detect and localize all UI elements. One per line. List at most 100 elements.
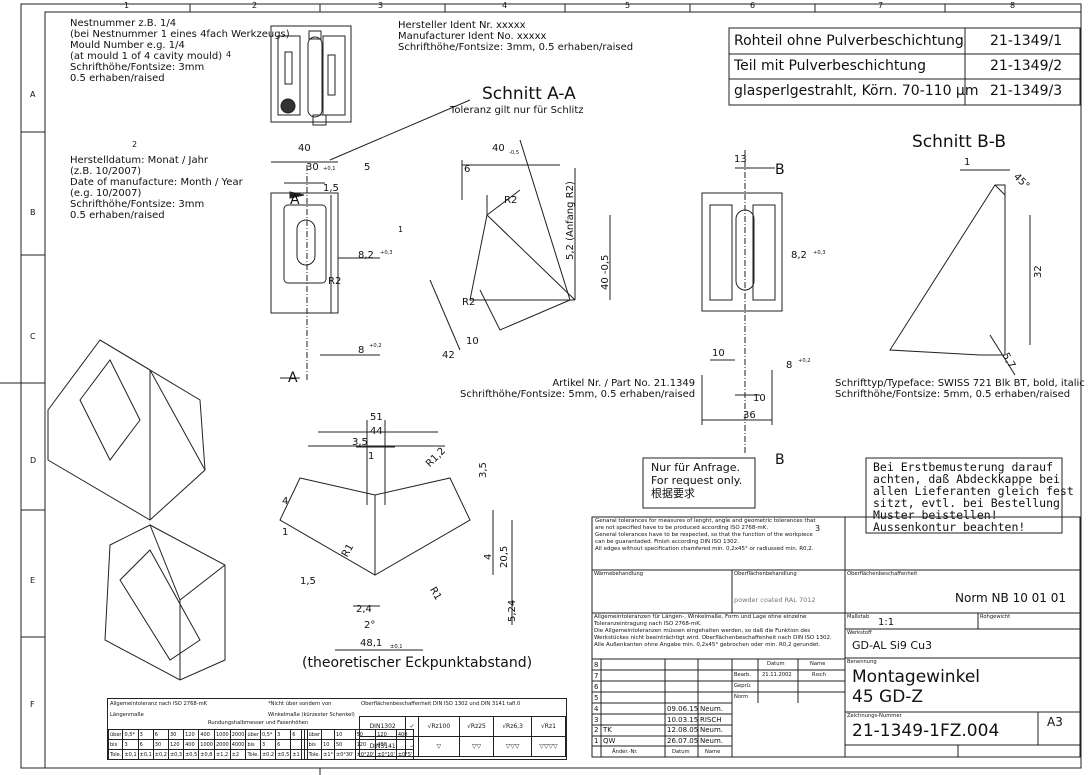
- tolerance-cell: 6: [152, 729, 169, 740]
- part-desc: glasperlgestrahlt, Körn. 70-110 µm: [734, 83, 979, 99]
- dim: 8: [786, 360, 793, 371]
- dim-tol: +0,3: [813, 250, 826, 256]
- section-marker: B: [775, 162, 785, 178]
- tolerance-cell: 120: [183, 729, 200, 740]
- dim-tol: +0,3: [380, 250, 393, 256]
- tolerance-cell: 2000: [214, 739, 231, 750]
- top-view-part: [270, 25, 352, 126]
- column-label: 6: [750, 1, 756, 10]
- revision-date: 26.07.05: [667, 737, 699, 746]
- tolerance-cell: über: [107, 729, 124, 740]
- row-label: F: [30, 700, 35, 709]
- label: Oberflächenbeschaffenheit DIN ISO 1302 u…: [361, 701, 521, 707]
- dim: R2: [504, 195, 518, 206]
- tolerance-cell: [321, 729, 335, 740]
- label: Datum: [767, 661, 785, 667]
- tolerance-cell: Tole.: [306, 749, 323, 760]
- revision-name: Neum.: [700, 726, 724, 735]
- note-line: Hersteller Ident Nr. xxxxx: [398, 20, 526, 31]
- tolerance-cell: ±1,2: [214, 749, 231, 760]
- section-bb-part: [889, 169, 1031, 376]
- row-label: C: [30, 332, 36, 341]
- dim: 5,2 (Anfang R2): [565, 181, 576, 260]
- dim: 2°: [364, 620, 376, 631]
- label: Bearb.: [734, 672, 752, 678]
- tolerance-cell: 1000: [214, 729, 231, 740]
- dim-tol: ±0,1: [390, 644, 403, 650]
- section-aa-title: Schnitt A-A: [482, 84, 576, 104]
- tolerance-cell: über: [306, 729, 323, 740]
- tolerance-cell: 400: [183, 739, 200, 750]
- revision-no: 4: [594, 704, 599, 713]
- note-line: Schrifthöhe/Fontsize: 5mm, 0.5 erhaben/r…: [835, 389, 1071, 400]
- parts-table-lines: [728, 27, 1081, 106]
- dim-tol: +0,2: [369, 343, 382, 349]
- dim: 51: [370, 412, 383, 423]
- revision-no: 1: [594, 737, 599, 746]
- revision-no: 5: [594, 693, 599, 702]
- dim: 48,1: [360, 638, 383, 649]
- text-line: Alle Außenkanten ohne Angabe min. 0,2x45…: [594, 642, 821, 648]
- surface-symbol: ✓: [405, 716, 420, 737]
- tolerance-cell: 10: [321, 739, 335, 750]
- column-label: 1: [124, 1, 130, 10]
- label: Name: [810, 661, 826, 667]
- detail-view-part: [279, 420, 513, 651]
- dim: 3,5: [478, 462, 489, 478]
- note-line: Manufacturer Ident No. xxxxx: [398, 31, 547, 42]
- label: Geprü.: [734, 683, 752, 689]
- row-label: B: [30, 208, 36, 217]
- label: Oberflächenbeschaffenheit: [847, 571, 918, 577]
- note-line: Artikel Nr. / Part No. 21.1349: [552, 378, 696, 389]
- tolerance-cell: ±0,1: [122, 749, 139, 760]
- tolerance-cell: bis: [306, 739, 323, 750]
- revision-name: RISCH: [700, 715, 722, 724]
- dim: 4: [483, 553, 494, 560]
- circle-marker: 4: [226, 50, 232, 59]
- revision-no: 3: [594, 715, 599, 724]
- section-marker: B: [775, 452, 785, 468]
- dim: 8,2: [791, 250, 807, 261]
- value: 21.11.2002: [762, 672, 792, 678]
- dim: R2: [462, 297, 476, 308]
- revision-date: 10.03.15: [667, 715, 699, 724]
- dim: 42: [442, 350, 455, 361]
- surface-symbol: DIN1302: [358, 716, 407, 737]
- surface-symbol: ▽: [418, 736, 460, 757]
- part-name: Montagewinkel: [852, 667, 980, 687]
- scale: 1:1: [878, 617, 895, 628]
- revision-no: 6: [594, 682, 599, 691]
- part-no-note: Artikel Nr. / Part No. 21.1349 Schrifthö…: [460, 378, 695, 400]
- tolerance-cell: 30: [167, 729, 185, 740]
- surface-symbol: ∽: [405, 736, 420, 757]
- label: Wärmebehandlung: [594, 571, 644, 577]
- isometric-view-2: [104, 524, 226, 681]
- tolerance-cell: Tole.: [245, 749, 261, 760]
- note-line: Date of manufacture: Month / Year: [70, 177, 243, 188]
- tolerance-cell: ±0°30': [334, 749, 356, 760]
- tolerance-cell: 6: [290, 729, 302, 740]
- mould-number-note: Nestnummer z.B. 1/4 (bei Nestnummer 1 ei…: [70, 18, 290, 84]
- text-line: General tolerances have to be respected,…: [595, 532, 813, 538]
- dim: 10: [466, 336, 479, 347]
- dim: 10: [753, 393, 766, 404]
- label: Norm: [734, 694, 749, 700]
- column-label: 5: [625, 1, 631, 10]
- front-view-part: [270, 161, 380, 380]
- note-line: 0.5 erhaben/raised: [70, 73, 165, 84]
- typeface-note: Schrifttyp/Typeface: SWISS 721 Blk BT, b…: [835, 378, 1085, 400]
- section-marker: A: [288, 370, 298, 386]
- note-line: Muster beistellen!: [873, 508, 998, 522]
- revision-header: Datum: [672, 749, 690, 755]
- label: Werkstoff: [847, 630, 872, 636]
- label: Zeichnungs-Nummer: [847, 713, 902, 719]
- dim: 40 -0,5: [600, 254, 611, 290]
- tolerance-cell: 400: [198, 729, 215, 740]
- dim: 4: [282, 496, 289, 507]
- tolerance-cell: ±0,3: [167, 749, 185, 760]
- tolerance-cell: [290, 739, 302, 750]
- note-line: Herstelldatum: Monat / Jahr: [70, 155, 209, 166]
- note-line: Schrifthöhe/Fontsize: 3mm: [70, 62, 205, 73]
- text-line: Allgemeintoleranzen für Längen-, Winkelm…: [594, 614, 807, 620]
